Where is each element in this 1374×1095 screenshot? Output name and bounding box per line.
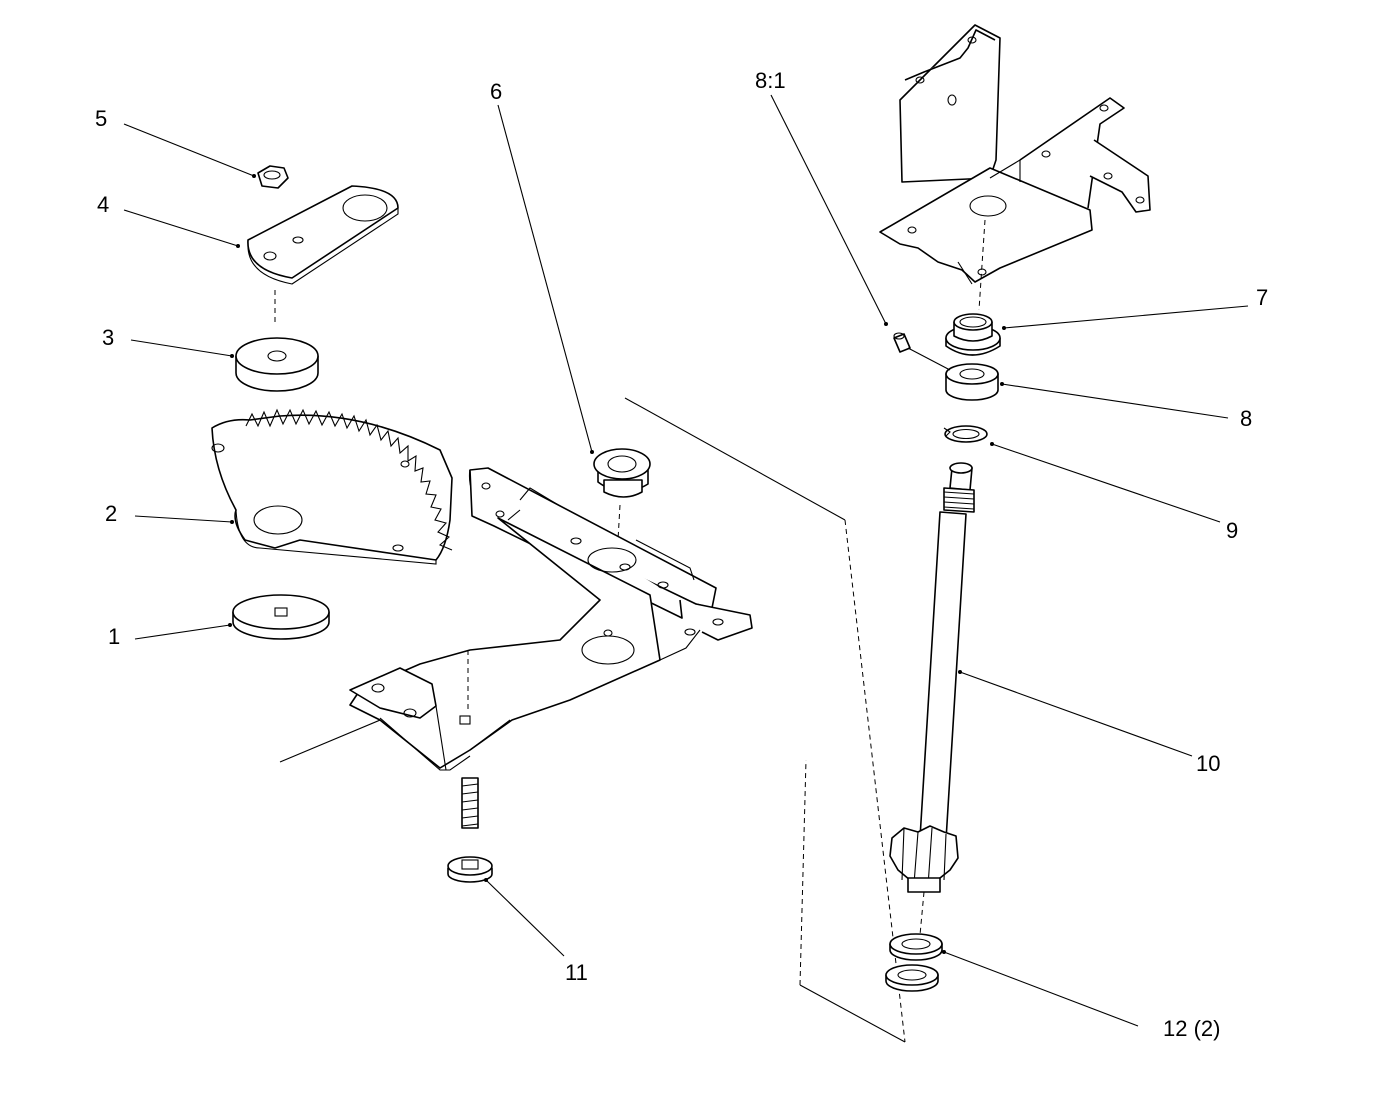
label-2: 2 [105,501,117,526]
leader-8 [1001,383,1229,419]
leader-9 [991,443,1221,523]
steering-bracket [349,467,753,771]
label-8-1: 8:1 [755,68,786,93]
steering-shaft-part-10 [889,462,975,936]
nut-part-5 [257,165,289,189]
leader-lines [123,94,1249,1027]
leader-10 [959,671,1193,757]
washer-part-1 [232,594,330,640]
leader-8-1 [770,94,887,325]
leader-11 [485,879,565,957]
label-8: 8 [1240,406,1252,431]
label-3: 3 [102,325,114,350]
leader-6 [497,104,593,453]
callout-labels: 5 4 3 2 1 6 8:1 7 8 9 10 11 12 (2) [95,68,1268,1041]
label-11: 11 [565,960,588,985]
washers-part-12 [885,933,943,992]
label-1: 1 [108,624,120,649]
flange-bushing-part-7 [945,313,1001,356]
leader-1 [134,624,231,640]
collar-part-8 [907,347,999,401]
leader-2 [134,515,233,523]
leader-3 [130,339,233,357]
mounting-plane [279,397,906,1043]
leader-7 [1003,305,1249,329]
bushing-part-6 [593,448,651,541]
label-5: 5 [95,106,107,131]
label-12: 12 (2) [1163,1016,1220,1041]
retaining-ring-part-9 [943,425,988,443]
spacer-part-3 [235,337,319,392]
label-4: 4 [97,192,109,217]
label-7: 7 [1256,285,1268,310]
label-9: 9 [1226,518,1238,543]
leader-5 [123,123,255,177]
leader-4 [123,209,239,247]
set-screw-part-8-1 [893,332,911,353]
upper-mount-bracket [879,24,1151,311]
leader-12 [943,951,1139,1027]
label-10: 10 [1196,751,1220,776]
link-plate-part-4 [247,185,399,325]
carriage-bolt-part-11 [447,777,493,883]
gear-sector-part-2 [211,408,453,565]
label-6: 6 [490,79,502,104]
